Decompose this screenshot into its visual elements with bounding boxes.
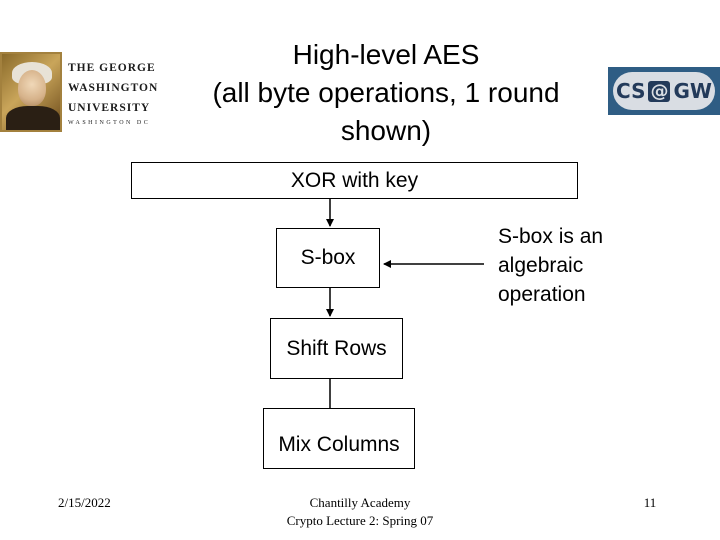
xor-with-key-label: XOR with key [290, 168, 419, 192]
gwu-logo: THE GEORGE WASHINGTON UNIVERSITY WASHING… [0, 52, 172, 132]
title-line-3: shown) [340, 115, 432, 146]
page-number: 11 [643, 495, 657, 510]
csgw-logo: CS@GW [608, 67, 720, 115]
footer-course-line-1: Chantilly Academy [309, 495, 411, 510]
gwu-line-3: UNIVERSITY [68, 102, 151, 114]
gwu-line-2: WASHINGTON [68, 82, 159, 94]
mix-columns-box: Mix Columns [263, 408, 415, 469]
washington-portrait-icon [0, 52, 62, 132]
title-line-2: (all byte operations, 1 round [212, 77, 560, 108]
note-line-2: algebraic [498, 254, 584, 277]
gwu-location: WASHINGTON DC [68, 120, 151, 126]
title-line-1: High-level AES [292, 39, 480, 70]
note-line-1: S-box is an [498, 225, 604, 248]
gwu-line-1: THE GEORGE [68, 62, 156, 74]
sbox-note: S-box is an algebraic operation [498, 222, 603, 309]
shift-rows-box: Shift Rows [270, 318, 403, 379]
shift-rows-label: Shift Rows [286, 336, 387, 360]
mix-columns-label: Mix Columns [278, 432, 400, 456]
gwu-wordmark: THE GEORGE WASHINGTON UNIVERSITY WASHING… [68, 58, 172, 128]
xor-with-key-box: XOR with key [131, 162, 578, 199]
slide-title: High-level AES (all byte operations, 1 r… [180, 36, 592, 150]
csgw-badge: CS@GW [613, 72, 715, 110]
at-sign-icon: @ [648, 80, 671, 102]
csgw-right: GW [673, 79, 712, 103]
note-line-3: operation [498, 283, 586, 306]
csgw-left: CS [616, 79, 646, 103]
footer-course: Chantilly Academy Crypto Lecture 2: Spri… [260, 494, 460, 530]
footer-date: 2/15/2022 [58, 495, 111, 510]
sbox-label: S-box [300, 246, 356, 269]
footer-course-line-2: Crypto Lecture 2: Spring 07 [286, 513, 434, 528]
sbox-box: S-box [276, 228, 380, 288]
